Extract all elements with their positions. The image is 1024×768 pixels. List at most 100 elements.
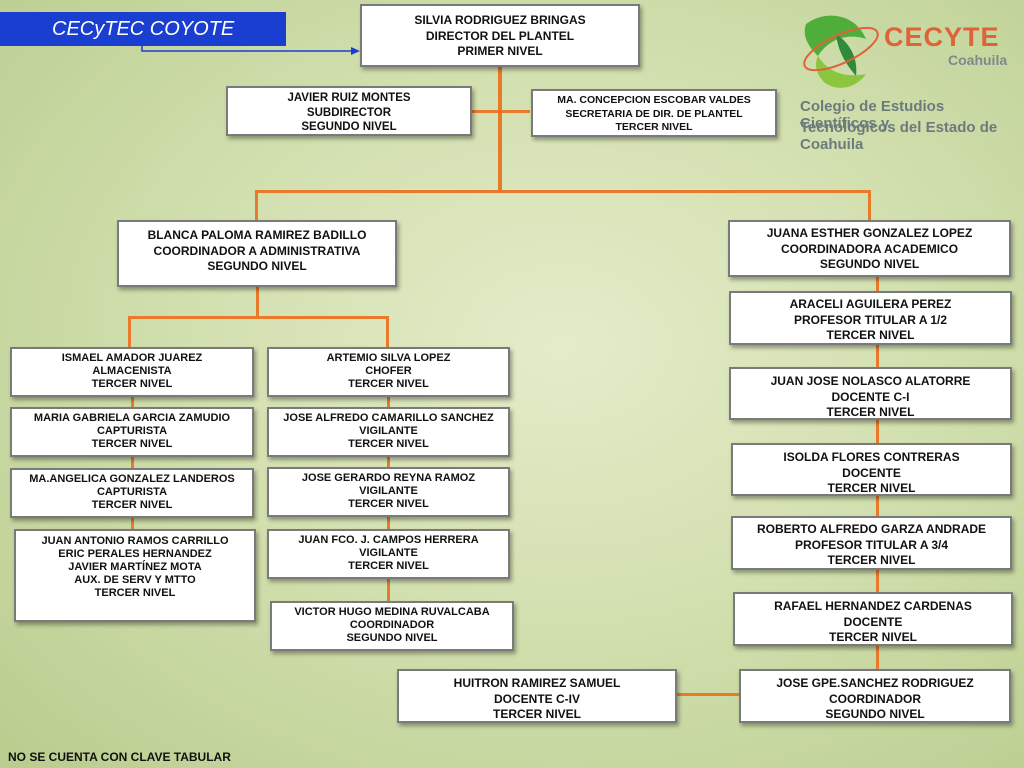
node-text-line: TERCER NIVEL — [91, 378, 173, 390]
node-text-line: JUAN ANTONIO RAMOS CARRILLO — [41, 535, 229, 547]
node-text-line: TERCER NIVEL — [348, 378, 429, 390]
node-text-line: RAFAEL HERNANDEZ CARDENAS — [774, 599, 972, 613]
node-text-line: TERCER NIVEL — [94, 587, 176, 599]
connector-line — [255, 190, 258, 222]
node-text-line: DIRECTOR DEL PLANTEL — [425, 28, 575, 43]
connector-line — [876, 276, 879, 292]
node-text-line: JOSE ALFREDO CAMARILLO SANCHEZ — [283, 412, 494, 424]
connector-line — [255, 190, 871, 193]
node-text-line: TERCER NIVEL — [615, 121, 693, 133]
node-text-line: JAVIER MARTÍNEZ MOTA — [68, 561, 202, 573]
node-text-line: BLANCA PALOMA RAMIREZ BADILLO — [147, 228, 367, 242]
node-text-line: COORDINADOR A ADMINISTRATIVA — [153, 243, 361, 258]
node-text-line: CAPTURISTA — [96, 486, 168, 498]
node-text-line: ARACELI AGUILERA PEREZ — [789, 297, 952, 311]
node-text-line: TERCER NIVEL — [827, 553, 916, 567]
node-text-line: HUITRON RAMIREZ SAMUEL — [453, 676, 621, 690]
connector-line — [131, 397, 134, 409]
node-text-line: SUBDIRECTOR — [306, 106, 392, 119]
footer-note: NO SE CUENTA CON CLAVE TABULAR — [8, 750, 231, 764]
node-text-line: ALMACENISTA — [92, 365, 172, 377]
node-text-line: DOCENTE C-IV — [493, 691, 580, 706]
node-text-line: TERCER NIVEL — [826, 405, 915, 419]
node-text-line: TERCER NIVEL — [827, 481, 916, 495]
connector-line — [131, 457, 134, 469]
node-text-line: MA. CONCEPCION ESCOBAR VALDES — [557, 94, 751, 106]
node-text-line: COORDINADOR — [829, 691, 921, 706]
connector-line — [131, 518, 134, 530]
node-text-line: DOCENTE — [842, 465, 901, 480]
node-text-line: ROBERTO ALFREDO GARZA ANDRADE — [756, 522, 987, 536]
node-text-line: SEGUNDO NIVEL — [346, 632, 438, 644]
node-text-line: VICTOR HUGO MEDINA RUVALCABA — [294, 606, 490, 618]
connector-line — [387, 457, 390, 469]
node-text-line: JOSE GPE.SANCHEZ RODRIGUEZ — [776, 676, 974, 690]
connector-line — [876, 645, 879, 670]
node-text-line: SILVIA RODRIGUEZ BRINGAS — [414, 13, 586, 27]
connector-line — [387, 578, 390, 602]
connector-line — [876, 569, 879, 594]
node-text-line: DOCENTE C-I — [831, 389, 910, 404]
connector-line — [128, 316, 131, 348]
node-text-line: PROFESOR TITULAR A 3/4 — [794, 537, 949, 552]
connector-line — [868, 190, 871, 222]
node-text-line: ARTEMIO SILVA LOPEZ — [326, 352, 451, 364]
chart-title: CECyTEC COYOTE — [52, 17, 235, 40]
connector-line — [876, 420, 879, 444]
node-text-line: ISMAEL AMADOR JUAREZ — [61, 352, 203, 364]
node-text-line: ISOLDA FLORES CONTRERAS — [783, 450, 960, 464]
logo-name: CECYTE — [884, 22, 1000, 52]
node-text-line: TERCER NIVEL — [348, 560, 429, 572]
logo-line-2: Tecnológicos del Estado de Coahuila — [800, 119, 998, 153]
connector-line — [676, 693, 740, 696]
node-text-line: PROFESOR TITULAR A 1/2 — [793, 312, 948, 327]
node-text-line: SEGUNDO NIVEL — [207, 259, 307, 273]
node-text-line: ERIC PERALES HERNANDEZ — [58, 548, 212, 560]
node-text-line: VIGILANTE — [359, 547, 418, 559]
connector-line — [386, 316, 389, 348]
connector-line — [387, 516, 390, 530]
node-text-line: SEGUNDO NIVEL — [825, 707, 925, 721]
node-text-line: MA.ANGELICA GONZALEZ LANDEROS — [29, 473, 235, 485]
node-text-line: CHOFER — [365, 365, 412, 377]
node-text-line: COORDINADOR — [349, 619, 435, 631]
connector-line — [128, 316, 388, 319]
node-text-line: JUAN JOSE NOLASCO ALATORRE — [770, 374, 971, 388]
connector-line — [876, 496, 879, 518]
node-text-line: VIGILANTE — [359, 485, 418, 497]
logo-region: Coahuila — [948, 52, 1008, 68]
node-text-line: TERCER NIVEL — [348, 438, 429, 450]
node-text-line: TERCER NIVEL — [826, 328, 915, 342]
node-text-line: MARIA GABRIELA GARCIA ZAMUDIO — [33, 412, 231, 424]
node-text-line: SECRETARIA DE DIR. DE PLANTEL — [565, 107, 743, 120]
cecyte-logo-icon — [803, 15, 879, 88]
chart-title-box: CECyTEC COYOTE — [0, 12, 286, 46]
node-text-line: SEGUNDO NIVEL — [301, 121, 397, 133]
node-text-line: SEGUNDO NIVEL — [819, 257, 920, 271]
node-text-line: VIGILANTE — [359, 425, 418, 437]
node-text-line: JUANA ESTHER GONZALEZ LOPEZ — [766, 226, 973, 240]
connector-line — [498, 67, 502, 192]
logo-line-1: Colegio de Estudios Científicos y — [800, 98, 945, 132]
node-text-line: TERCER NIVEL — [91, 438, 173, 450]
node-text-line: PRIMER NIVEL — [457, 44, 543, 58]
